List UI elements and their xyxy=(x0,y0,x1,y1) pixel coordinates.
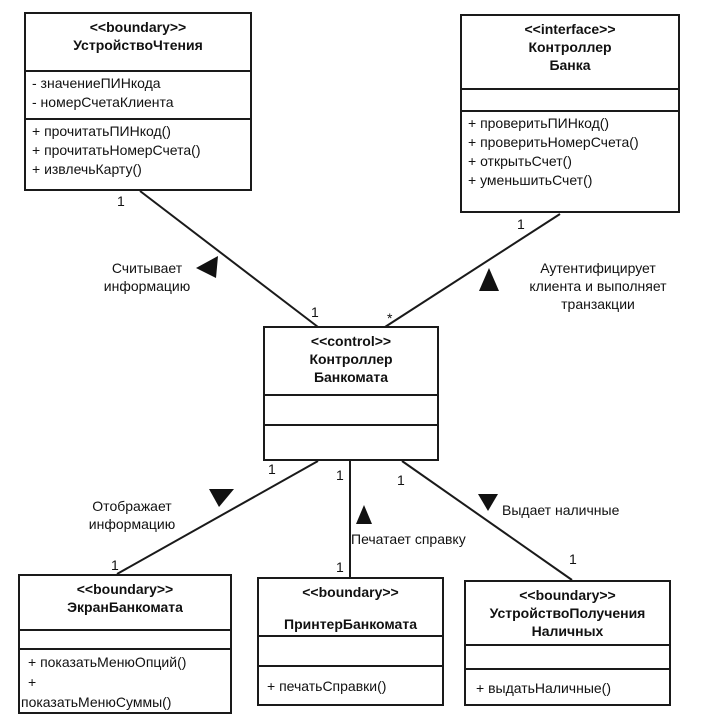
screen-operation: показатьМенюСуммы() xyxy=(21,694,172,710)
bank-stereotype: <<interface>> xyxy=(524,21,616,37)
dispenses-multiplicity-start: 1 xyxy=(397,472,405,488)
class-cash-dispenser: <<boundary>> УстройствоПолучения Наличны… xyxy=(464,580,671,706)
displays-label-line2: информацию xyxy=(88,516,176,532)
dispenser-attributes xyxy=(466,644,669,668)
reader-attribute: - номерСчетаКлиента xyxy=(32,94,174,110)
screen-attributes xyxy=(20,628,230,648)
printer-operations: + печатьСправки() xyxy=(259,665,442,704)
screen-operation: + показатьМенюОпций() xyxy=(28,654,187,670)
screen-name: ЭкранБанкомата xyxy=(67,599,183,615)
reader-operation: + прочитатьНомерСчета() xyxy=(32,142,201,158)
dispenser-name-line2: Наличных xyxy=(531,623,604,639)
association-reads-line xyxy=(139,190,319,328)
reader-operation: + извлечьКарту() xyxy=(32,161,142,177)
bank-operation: + проверитьПИНкод() xyxy=(468,115,610,131)
displays-multiplicity-end: 1 xyxy=(111,557,119,573)
screen-operation: + xyxy=(28,674,37,690)
atm-name-line2: Банкомата xyxy=(313,369,389,385)
association-displays-label: Отображает информацию xyxy=(72,497,192,533)
dispenses-direction-arrow xyxy=(478,494,498,511)
screen-stereotype: <<boundary>> xyxy=(76,581,174,597)
dispenser-name-compartment: <<boundary>> УстройствоПолучения Наличны… xyxy=(466,582,669,644)
printer-name-compartment: <<boundary>> ПринтерБанкомата xyxy=(259,579,442,635)
auth-label-line3: транзакции xyxy=(561,296,635,312)
auth-label-line2: клиента и выполняет xyxy=(529,278,667,294)
class-reader-device: <<boundary>> УстройствоЧтения - значение… xyxy=(24,12,252,191)
printer-name: ПринтерБанкомата xyxy=(284,616,417,632)
bank-operation: + открытьСчет() xyxy=(468,153,572,169)
reader-name-compartment: <<boundary>> УстройствоЧтения xyxy=(26,14,250,70)
displays-direction-arrow xyxy=(209,489,234,507)
bank-name-compartment: <<interface>> Контроллер Банка xyxy=(462,16,678,88)
prints-direction-arrow xyxy=(356,505,372,524)
displays-multiplicity-start: 1 xyxy=(268,461,276,477)
reads-label-line2: информацию xyxy=(103,278,191,294)
reader-operations: + прочитатьПИНкод() + прочитатьНомерСчет… xyxy=(26,118,250,189)
auth-label-line1: Аутентифицирует xyxy=(540,260,656,276)
prints-multiplicity-start: 1 xyxy=(336,467,344,483)
bank-name-line1: Контроллер xyxy=(528,39,612,55)
association-displays-line xyxy=(116,460,319,575)
reader-attributes: - значениеПИНкода - номерСчетаКлиента xyxy=(26,70,250,118)
association-reads-label: Считывает информацию xyxy=(92,259,202,295)
class-atm-printer: <<boundary>> ПринтерБанкомата + печатьСп… xyxy=(257,577,444,706)
class-bank-controller: <<interface>> Контроллер Банка + провери… xyxy=(460,14,680,213)
dispenser-operations: + выдатьНаличные() xyxy=(466,668,669,704)
dispenses-multiplicity-end: 1 xyxy=(569,551,577,567)
bank-operation: + уменьшитьСчет() xyxy=(468,172,593,188)
atm-attributes xyxy=(265,394,437,424)
atm-name-line1: Контроллер xyxy=(309,351,393,367)
reader-operation: + прочитатьПИНкод() xyxy=(32,123,171,139)
reads-multiplicity-start: 1 xyxy=(117,193,125,209)
auth-direction-arrow xyxy=(479,268,499,291)
prints-multiplicity-end: 1 xyxy=(336,559,344,575)
reader-name: УстройствоЧтения xyxy=(73,37,203,53)
dispenser-operation: + выдатьНаличные() xyxy=(476,680,612,696)
class-atm-controller: <<control>> Контроллер Банкомата xyxy=(263,326,439,461)
bank-operation: + проверитьНомерСчета() xyxy=(468,134,639,150)
reader-attribute: - значениеПИНкода xyxy=(32,75,161,91)
atm-stereotype: <<control>> xyxy=(310,333,392,349)
screen-name-compartment: <<boundary>> ЭкранБанкомата xyxy=(20,576,230,629)
reader-stereotype: <<boundary>> xyxy=(89,19,187,35)
auth-multiplicity-end: * xyxy=(387,310,393,326)
dispenser-stereotype: <<boundary>> xyxy=(519,587,616,603)
association-prints-label: Печатает справку xyxy=(351,531,466,547)
association-auth-label: Аутентифицирует клиента и выполняет тран… xyxy=(508,259,688,313)
association-auth-line xyxy=(384,213,561,328)
reads-label-line1: Считывает xyxy=(111,260,183,276)
dispenser-name-line1: УстройствоПолучения xyxy=(489,605,646,621)
atm-operations xyxy=(265,424,437,459)
screen-operations: + показатьМенюОпций() + показатьМенюСумм… xyxy=(20,648,230,712)
association-dispenses-label: Выдает наличные xyxy=(502,502,620,518)
bank-attributes xyxy=(462,88,678,110)
reads-multiplicity-end: 1 xyxy=(311,304,319,320)
association-dispenses-line xyxy=(401,460,573,581)
printer-stereotype: <<boundary>> xyxy=(302,584,399,600)
bank-operations: + проверитьПИНкод() + проверитьНомерСчет… xyxy=(462,110,678,211)
class-atm-screen: <<boundary>> ЭкранБанкомата + показатьМе… xyxy=(18,574,232,714)
bank-name-line2: Банка xyxy=(549,57,591,73)
atm-name-compartment: <<control>> Контроллер Банкомата xyxy=(265,328,437,394)
auth-multiplicity-start: 1 xyxy=(517,216,525,232)
printer-attributes xyxy=(259,635,442,665)
reads-direction-arrow xyxy=(196,256,218,278)
displays-label-line1: Отображает xyxy=(92,498,172,514)
printer-operation: + печатьСправки() xyxy=(267,678,387,694)
